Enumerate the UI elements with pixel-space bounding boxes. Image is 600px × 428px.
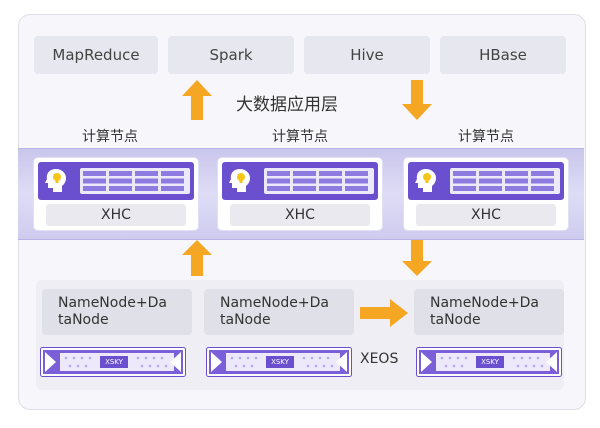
disk-enclosure-icon bbox=[416, 347, 562, 377]
drive-bays-icon bbox=[264, 168, 374, 194]
namenode-box: NameNode+Da taNode bbox=[414, 289, 564, 335]
app-hive: Hive bbox=[304, 36, 430, 74]
compute-node-label: 计算节点 bbox=[82, 129, 138, 145]
app-label: HBase bbox=[479, 46, 527, 64]
app-layer-label: 大数据应用层 bbox=[236, 95, 338, 115]
arrow-up-icon bbox=[182, 240, 212, 276]
xhc-label: XHC bbox=[46, 204, 186, 226]
disk-enclosure-icon bbox=[40, 347, 186, 377]
namenode-label: NameNode+Da taNode bbox=[220, 295, 329, 328]
server-rack bbox=[222, 162, 378, 200]
xhc-label: XHC bbox=[230, 204, 370, 226]
namenode-label: NameNode+Da taNode bbox=[58, 295, 167, 328]
namenode-label: NameNode+Da taNode bbox=[430, 295, 539, 328]
storage-layer-label: XEOS bbox=[360, 351, 399, 367]
server-rack bbox=[408, 162, 564, 200]
compute-server: XHC bbox=[34, 158, 198, 230]
app-hbase: HBase bbox=[440, 36, 566, 74]
compute-server: XHC bbox=[404, 158, 568, 230]
disk-badge: XSKY bbox=[105, 358, 123, 366]
storage-disk: XSKY bbox=[416, 347, 562, 377]
arrow-up-icon bbox=[182, 80, 212, 120]
xhc-label: XHC bbox=[416, 204, 556, 226]
app-label: MapReduce bbox=[52, 46, 140, 64]
head-lightbulb-icon bbox=[229, 169, 250, 192]
head-lightbulb-icon bbox=[45, 169, 66, 192]
app-spark: Spark bbox=[168, 36, 294, 74]
compute-server: XHC bbox=[218, 158, 382, 230]
arrow-right-icon bbox=[360, 299, 408, 327]
arrow-down-icon bbox=[402, 80, 432, 120]
arrow-down-icon bbox=[402, 240, 432, 276]
app-mapreduce: MapReduce bbox=[34, 36, 158, 74]
head-lightbulb-icon bbox=[415, 169, 436, 192]
namenode-box: NameNode+Da taNode bbox=[204, 289, 354, 335]
disk-badge: XSKY bbox=[481, 358, 499, 366]
drive-bays-icon bbox=[80, 168, 190, 194]
app-label: Spark bbox=[209, 46, 253, 64]
storage-disk: XSKY bbox=[40, 347, 186, 377]
disk-badge: XSKY bbox=[271, 358, 289, 366]
compute-node-label: 计算节点 bbox=[272, 129, 328, 145]
namenode-box: NameNode+Da taNode bbox=[42, 289, 192, 335]
storage-disk: XSKY bbox=[206, 347, 352, 377]
disk-enclosure-icon bbox=[206, 347, 352, 377]
server-rack bbox=[38, 162, 194, 200]
compute-node-label: 计算节点 bbox=[458, 129, 514, 145]
drive-bays-icon bbox=[450, 168, 560, 194]
app-label: Hive bbox=[350, 46, 384, 64]
